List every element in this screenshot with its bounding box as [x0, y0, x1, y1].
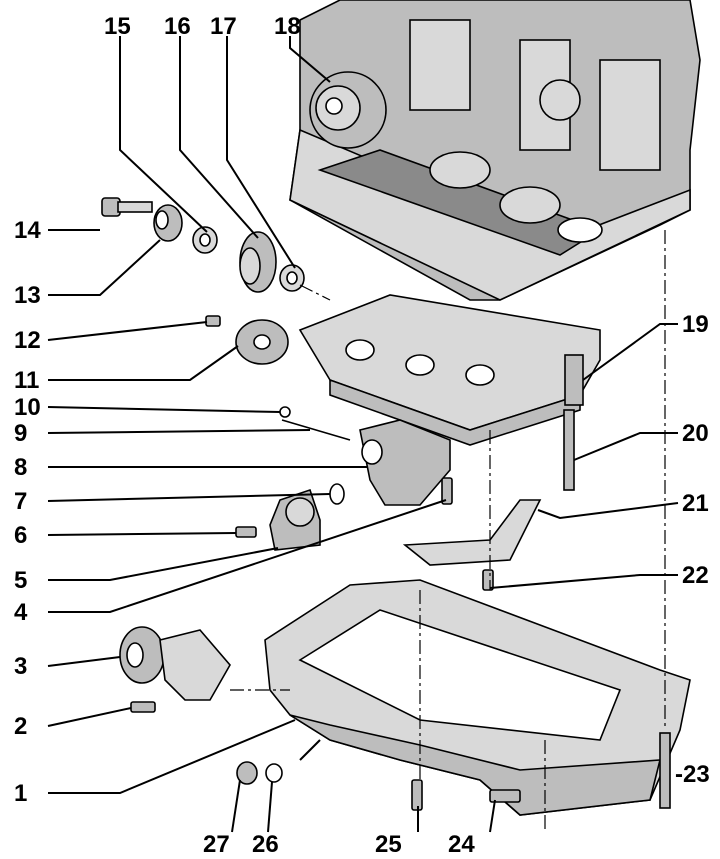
label-3: 3: [14, 653, 27, 680]
clip-10: [279, 406, 291, 418]
label-23: -23: [675, 761, 710, 788]
oil-pan-1: [264, 579, 691, 816]
label-24: 24: [448, 831, 475, 858]
bearing-frame-19: [298, 294, 601, 446]
label-6: 6: [14, 522, 27, 549]
bolt-24: [489, 789, 521, 803]
label-14: 14: [14, 217, 41, 244]
baffle-plate-21: [402, 499, 542, 566]
label-2: 2: [14, 713, 27, 740]
label-12: 12: [14, 327, 41, 354]
label-21: 21: [682, 490, 709, 517]
retaining-ring-17: [279, 264, 305, 292]
oil-pump-gear-11: [235, 319, 289, 365]
assembly-axes: [230, 230, 666, 830]
label-18: 18: [274, 13, 301, 40]
drain-plug-27: [236, 761, 258, 785]
bolt-23: [659, 732, 671, 809]
label-7: 7: [14, 488, 27, 515]
label-20: 20: [682, 420, 709, 447]
drive-shaft-9: [281, 419, 351, 441]
label-27: 27: [203, 831, 230, 858]
label-10: 10: [14, 394, 41, 421]
label-17: 17: [210, 13, 237, 40]
drive-gear-16: [239, 231, 277, 293]
bolt-25: [411, 779, 423, 811]
retaining-ring-15: [192, 226, 218, 254]
leader-lines: [47, 36, 679, 833]
label-9: 9: [14, 420, 27, 447]
bolt-20: [563, 409, 575, 491]
bolt-14: [101, 197, 153, 217]
bolt-2: [130, 701, 156, 713]
label-13: 13: [14, 282, 41, 309]
label-5: 5: [14, 567, 27, 594]
label-26: 26: [252, 831, 279, 858]
filter-housing-3: [119, 626, 231, 701]
label-8: 8: [14, 454, 27, 481]
label-22: 22: [682, 562, 709, 589]
bolt-4: [441, 477, 453, 505]
bolt-6: [235, 526, 257, 538]
label-11: 11: [14, 367, 39, 394]
bolt-12: [205, 315, 221, 327]
oil-pump-8: [359, 419, 451, 506]
washer-13: [153, 204, 183, 242]
crankshaft-gear-18: [309, 71, 387, 149]
callout-labels: 15 16 17 18 14 13 12 11 10 9 8 7 6 5 4 3…: [14, 13, 710, 858]
label-4: 4: [14, 599, 28, 626]
label-15: 15: [104, 13, 131, 40]
label-19: 19: [682, 311, 709, 338]
label-1: 1: [14, 780, 27, 807]
engine-block: [289, 0, 701, 301]
bracket-5: [269, 488, 321, 551]
o-ring-7: [329, 483, 345, 505]
label-16: 16: [164, 13, 191, 40]
label-25: 25: [375, 831, 402, 858]
seal-ring-26: [265, 763, 283, 783]
